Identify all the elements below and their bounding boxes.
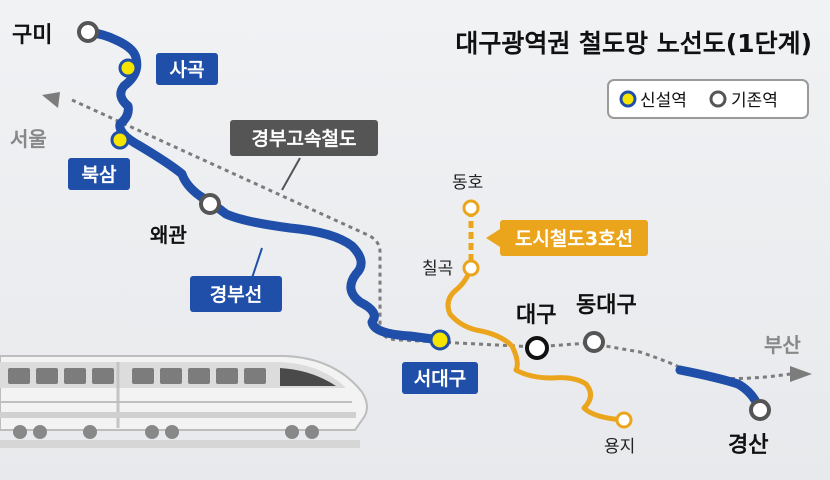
direction-label-seoul: 서울 <box>10 127 47 151</box>
station-gyeongsan-marker[interactable] <box>749 399 771 421</box>
station-waegwan-marker[interactable] <box>199 193 221 215</box>
map-title: 대구광역권 철도망 노선도(1단계) <box>455 29 812 58</box>
callout-label-gyeongbu-line: 경부선 <box>210 284 262 306</box>
callout-gyeongbu-hsr: 경부고속철도 <box>230 120 378 191</box>
station-label-yongji: 용지 <box>604 437 635 457</box>
callout-label-metro-line-3: 도시철도3호선 <box>515 228 633 250</box>
station-label-chilgok: 칠곡 <box>422 259 453 279</box>
station-label-dongdaegu: 동대구 <box>576 293 637 318</box>
legend-existing-station-label: 기존역 <box>731 91 778 111</box>
legend-new-station-icon <box>619 90 637 108</box>
legend-new-station-label: 신설역 <box>640 91 687 111</box>
metro-line-3 <box>445 210 627 423</box>
station-chilgok-marker[interactable] <box>462 259 480 277</box>
station-daegu-marker[interactable] <box>525 336 549 360</box>
station-yongji-marker[interactable] <box>615 411 633 429</box>
station-dongdaegu-marker[interactable] <box>583 331 605 353</box>
station-label-gyeongsan: 경산 <box>728 433 768 458</box>
station-label-daegu: 대구 <box>516 303 556 328</box>
callout-gyeongbu-line: 경부선 <box>190 247 282 312</box>
station-dongho-marker[interactable] <box>462 199 480 217</box>
gyeongbu-hsr-line <box>71 98 791 380</box>
direction-label-busan: 부산 <box>764 333 801 357</box>
station-box-sagok <box>156 53 218 85</box>
station-label-waegwan: 왜관 <box>150 223 187 247</box>
arrow-to-busan-icon <box>790 366 812 382</box>
station-box-buksam <box>68 158 130 190</box>
station-gumi-marker[interactable] <box>77 21 99 43</box>
station-box-label-buksam: 북삼 <box>82 164 117 186</box>
station-sagok-marker[interactable] <box>118 58 138 78</box>
legend: 신설역 기존역 <box>607 79 809 119</box>
legend-existing-station-icon <box>709 90 727 108</box>
arrow-to-seoul-icon <box>42 92 60 108</box>
station-box-label-seodaegu: 서대구 <box>414 368 466 390</box>
station-label-gumi: 구미 <box>12 23 52 48</box>
station-box-seodaegu <box>402 362 478 394</box>
ktx-train-illustration <box>0 355 368 448</box>
station-seodaegu-marker[interactable] <box>429 329 451 351</box>
callout-metro-line-3: 도시철도3호선 <box>486 220 648 256</box>
callout-label-gyeongbu-hsr: 경부고속철도 <box>252 128 357 150</box>
station-buksam-marker[interactable] <box>110 130 130 150</box>
station-box-label-sagok: 사곡 <box>170 59 205 81</box>
station-label-dongho: 동호 <box>452 173 483 193</box>
